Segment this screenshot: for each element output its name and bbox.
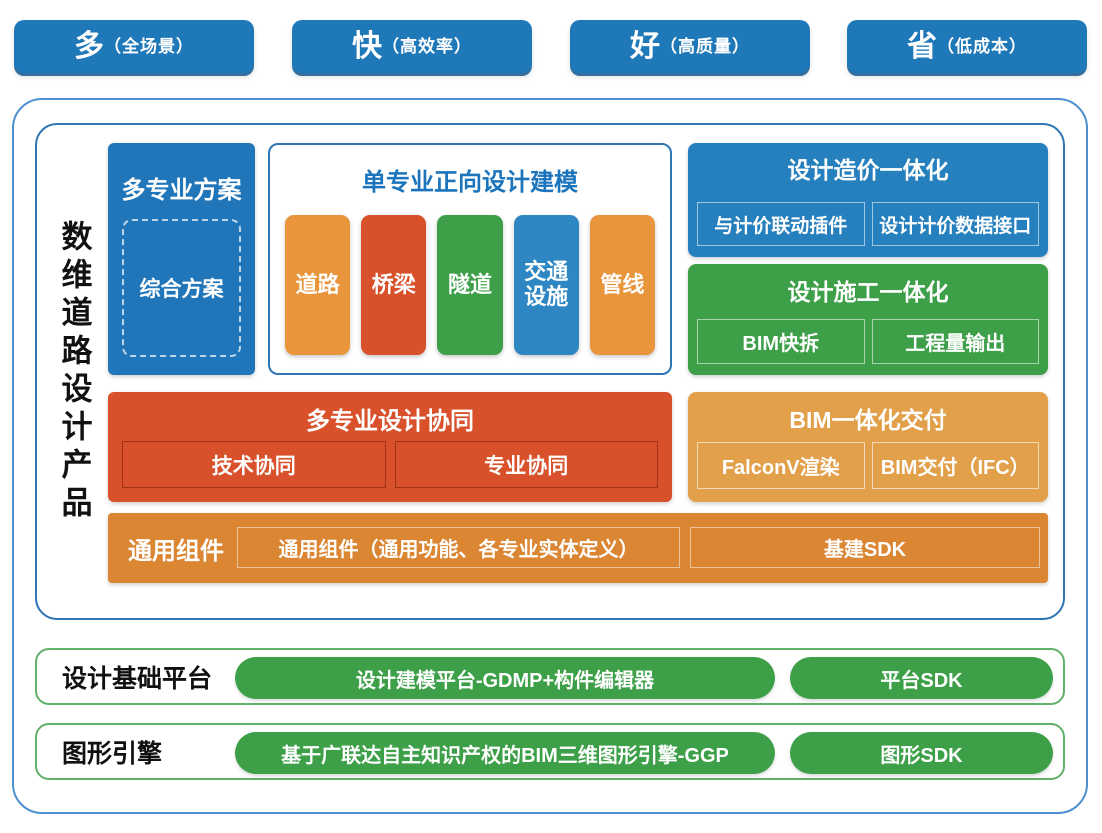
graphics-engine-row: 图形引擎 基于广联达自主知识产权的BIM三维图形引擎-GGP 图形SDK	[35, 723, 1065, 780]
badge-main-text: 好	[630, 29, 660, 63]
platform-sdk-pill: 平台SDK	[790, 657, 1053, 699]
design-platform-row: 设计基础平台 设计建模平台-GDMP+构件编辑器 平台SDK	[35, 648, 1065, 705]
multi-plan-box: 多专业方案 综合方案	[108, 143, 255, 375]
product-section-title: 数维道路设计产品	[56, 219, 92, 524]
common-components-box: 通用组件 通用组件（通用功能、各专业实体定义） 基建SDK	[108, 513, 1048, 583]
single-modeling-items: 道路 桥梁 隧道 交通设施 管线	[285, 215, 656, 355]
bim-item-falconv-render: FalconV渲染	[697, 442, 865, 489]
collaboration-items: 技术协同 专业协同	[122, 441, 658, 488]
badge-sub-text: （全场景）	[104, 37, 194, 56]
common-item-generic-entities: 通用组件（通用功能、各专业实体定义）	[237, 527, 680, 568]
cost-integration-box: 设计造价一体化 与计价联动插件 设计计价数据接口	[688, 143, 1048, 257]
badge-sub-text: （高效率）	[382, 37, 472, 56]
badge-sub-text: （低成本）	[937, 37, 1027, 56]
modeling-item-bridge: 桥梁	[361, 215, 427, 355]
collab-item-professional: 专业协同	[394, 441, 658, 488]
cost-item-pricing-interface: 设计计价数据接口	[871, 202, 1039, 246]
bim-delivery-title: BIM一体化交付	[789, 407, 947, 433]
modeling-item-road: 道路	[285, 215, 351, 355]
badge-hao: 好 （高质量）	[570, 20, 810, 73]
single-modeling-box: 单专业正向设计建模 道路 桥梁 隧道 交通设施 管线	[268, 143, 672, 375]
bim-delivery-items: FalconV渲染 BIM交付（IFC）	[697, 442, 1039, 489]
graphics-sdk-pill: 图形SDK	[790, 732, 1053, 774]
construction-item-bim-split: BIM快拆	[697, 319, 865, 364]
bim-item-ifc-delivery: BIM交付（IFC）	[871, 442, 1039, 489]
badge-duo: 多 （全场景）	[14, 20, 254, 73]
badge-sheng: 省 （低成本）	[847, 20, 1087, 73]
badge-kuai: 快 （高效率）	[292, 20, 532, 73]
gdmp-platform-pill: 设计建模平台-GDMP+构件编辑器	[235, 657, 775, 699]
cost-item-pricing-plugin: 与计价联动插件	[697, 202, 865, 246]
graphics-engine-label: 图形引擎	[62, 739, 163, 768]
badge-main-text: 多	[74, 29, 104, 63]
ggp-engine-pill: 基于广联达自主知识产权的BIM三维图形引擎-GGP	[235, 732, 775, 774]
bim-delivery-box: BIM一体化交付 FalconV渲染 BIM交付（IFC）	[688, 392, 1048, 502]
badge-sub-text: （高质量）	[660, 37, 750, 56]
modeling-item-pipeline: 管线	[589, 215, 656, 355]
collaboration-title: 多专业设计协同	[306, 408, 474, 435]
design-platform-label: 设计基础平台	[62, 664, 213, 693]
common-item-infrastructure-sdk: 基建SDK	[690, 527, 1040, 568]
modeling-item-tunnel: 隧道	[437, 215, 503, 355]
construction-integration-items: BIM快拆 工程量输出	[697, 319, 1039, 364]
comprehensive-plan-box: 综合方案	[122, 219, 241, 357]
cost-integration-title: 设计造价一体化	[787, 157, 949, 183]
multi-plan-title: 多专业方案	[121, 177, 242, 204]
badge-main-text: 省	[907, 29, 937, 63]
common-components-label: 通用组件	[128, 537, 224, 565]
single-modeling-title: 单专业正向设计建模	[362, 169, 578, 196]
modeling-item-traffic: 交通设施	[513, 215, 579, 355]
construction-item-quantity-output: 工程量输出	[871, 319, 1039, 364]
construction-integration-title: 设计施工一体化	[787, 279, 949, 305]
collab-item-technical: 技术协同	[122, 441, 386, 488]
cost-integration-items: 与计价联动插件 设计计价数据接口	[697, 202, 1039, 246]
construction-integration-box: 设计施工一体化 BIM快拆 工程量输出	[688, 264, 1048, 375]
collaboration-box: 多专业设计协同 技术协同 专业协同	[108, 392, 672, 502]
badge-main-text: 快	[352, 29, 382, 63]
